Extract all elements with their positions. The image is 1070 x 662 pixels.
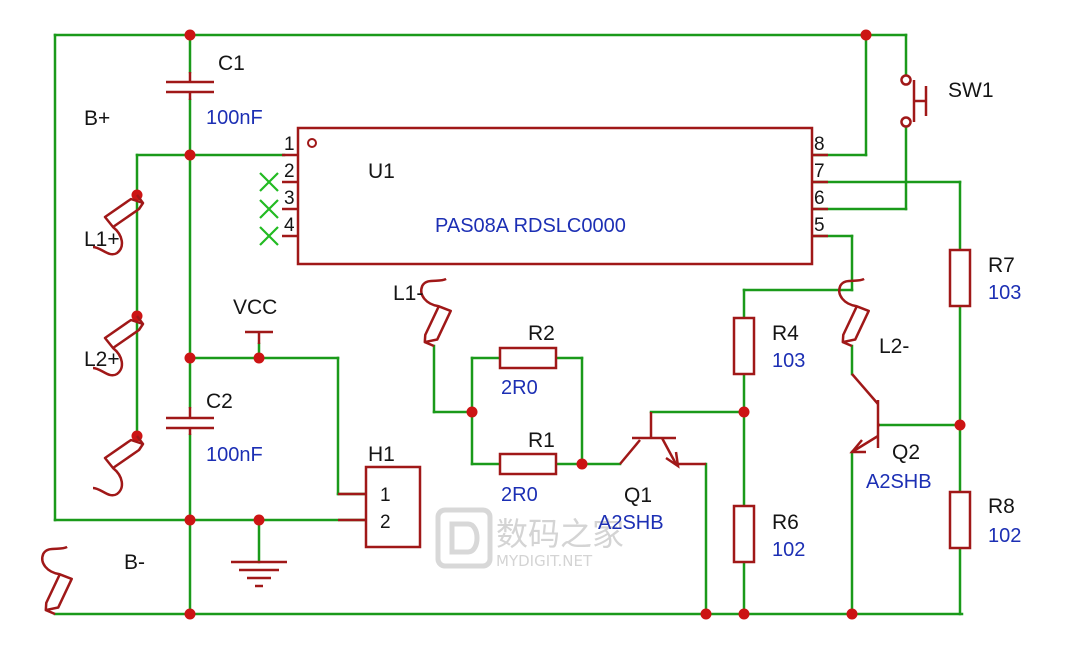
vcc-symbol: VCC [233,296,277,344]
u1-pin-5: 5 [814,215,825,236]
sw1-ref: SW1 [948,79,994,102]
no-connect-icon [259,172,279,192]
r2-ref: R2 [528,322,555,345]
c1-ref: C1 [218,52,245,75]
pad-l2-minus-label: L2- [879,335,909,358]
u1-ref: U1 [368,160,395,183]
r6-value: 102 [772,539,805,561]
junctions [131,29,966,620]
pad-l1-minus: L1- [393,271,474,351]
no-connect-icon [259,226,279,246]
pad-l2-plus: L2+ [84,348,145,497]
resistor-r6: R6 102 [732,504,805,564]
h1-pin-2: 2 [380,512,391,533]
u1-part: PAS08A RDSLC0000 [435,215,626,237]
pad-l1-plus-label: L1+ [84,228,120,251]
capacitor-c2: C2 100nF [166,390,263,466]
resistor-r2: R2 2R0 [498,322,558,399]
r8-ref: R8 [988,495,1015,518]
switch-sw1: SW1 [900,74,994,128]
u1-pin-2: 2 [284,161,295,182]
pad-l2-minus: L2- [815,271,909,358]
ic-u1: 1 2 3 4 8 7 6 5 U1 PAS08A RDSLC0000 [282,126,828,266]
transistor-q2: Q2 A2SHB [849,373,932,493]
q1-value: A2SHB [598,512,664,534]
resistor-r7: R7 103 [948,248,1021,308]
pad-b-minus-label: B- [124,551,145,574]
h1-pin-1: 1 [380,485,391,506]
r6-ref: R6 [772,511,799,534]
u1-pin-3: 3 [284,188,295,209]
capacitor-c1: C1 100nF [166,52,263,129]
u1-pin-7: 7 [814,161,825,182]
pad-l1-minus-label: L1- [393,282,423,305]
wires [53,33,964,616]
no-connect-icon [259,199,279,219]
r2-value: 2R0 [501,377,538,399]
pad-b-plus: B+ [84,107,145,256]
r7-ref: R7 [988,254,1015,277]
r4-value: 103 [772,350,805,372]
header-h1: H1 1 2 [338,443,422,549]
c2-ref: C2 [206,390,233,413]
c2-value: 100nF [206,444,263,466]
watermark-subtext: MYDIGIT.NET [496,552,593,570]
r1-ref: R1 [528,429,555,452]
pad-l2-plus-label: L2+ [84,348,120,371]
transistor-q1: Q1 A2SHB [598,412,706,534]
no-connect-markers [259,172,279,246]
r4-ref: R4 [772,322,799,345]
c1-value: 100nF [206,107,263,129]
q2-ref: Q2 [892,441,920,464]
u1-pin-1: 1 [284,134,295,155]
q2-value: A2SHB [866,471,932,493]
resistor-r1: R1 2R0 [498,429,558,506]
watermark-text: 数码之家 [496,515,624,553]
h1-ref: H1 [368,443,395,466]
watermark: 数码之家 MYDIGIT.NET [435,507,624,570]
u1-pin-4: 4 [284,215,295,236]
resistor-r4: R4 103 [732,316,805,376]
pad-b-minus: B- [18,539,145,619]
r1-value: 2R0 [501,484,538,506]
u1-pin-6: 6 [814,188,825,209]
pad-b-plus-label: B+ [84,107,110,130]
q1-ref: Q1 [624,484,652,507]
pad-l1-plus: L1+ [84,228,145,377]
r8-value: 102 [988,525,1021,547]
resistor-r8: R8 102 [948,490,1021,550]
u1-pin-8: 8 [814,134,825,155]
vcc-label: VCC [233,296,277,319]
ground-icon [231,560,287,588]
r7-value: 103 [988,282,1021,304]
watermark-logo-icon [435,507,493,569]
